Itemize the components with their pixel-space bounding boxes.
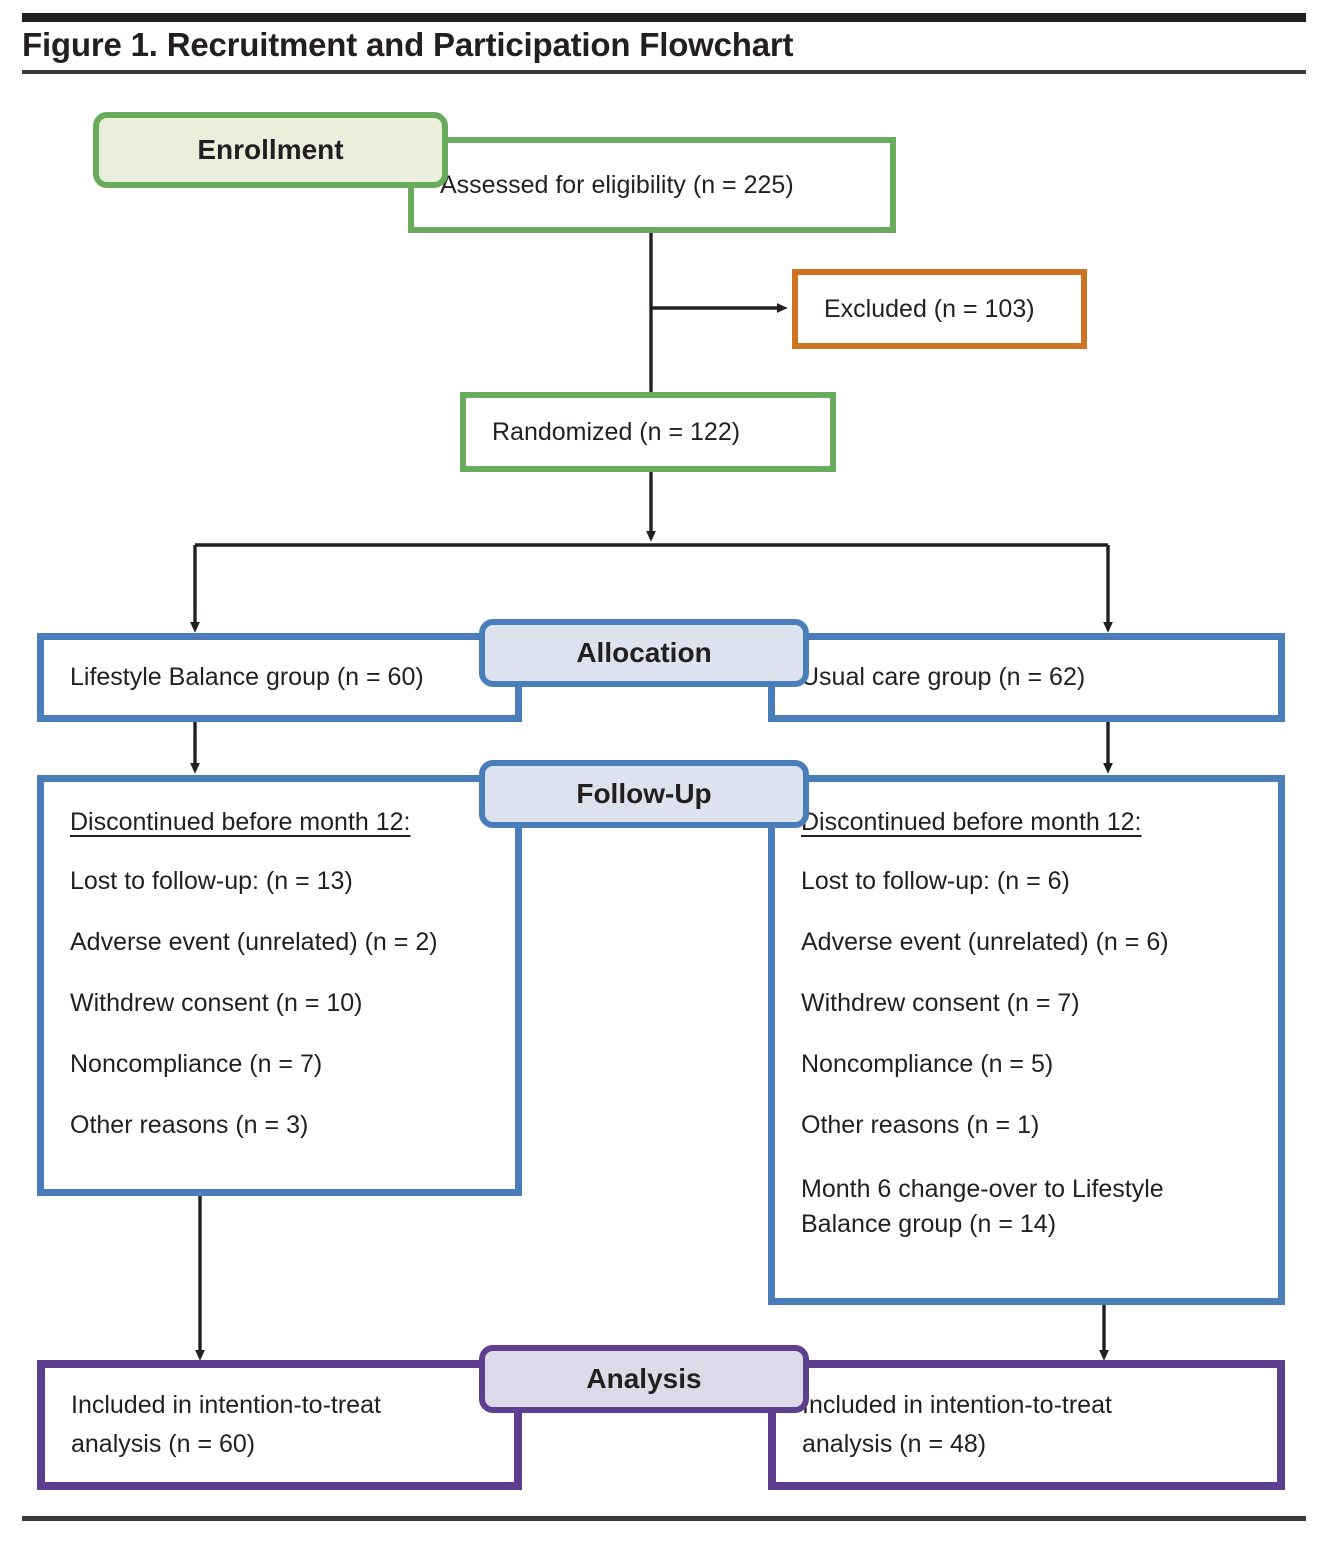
analysis-right-label: Included in intention-to-treat analysis … (802, 1391, 1112, 1458)
box-analysis-right: Included in intention-to-treat analysis … (768, 1360, 1285, 1490)
box-allocation-right: Usual care group (n = 62) (768, 633, 1285, 722)
followup-left-item: Noncompliance (n = 7) (70, 1050, 323, 1078)
figure-title: Figure 1. Recruitment and Participation … (22, 26, 794, 63)
header-rule-bottom (22, 70, 1306, 74)
footer-rule (22, 1516, 1306, 1521)
randomized-label: Randomized (n = 122) (492, 417, 741, 446)
box-followup-left: Discontinued before month 12: Lost to fo… (37, 775, 522, 1196)
followup-right-item: Noncompliance (n = 5) (801, 1050, 1054, 1078)
followup-right-item: Month 6 change-over to Lifestyle Balance… (801, 1175, 1164, 1238)
stage-pill-followup: Follow-Up (479, 760, 809, 828)
stage-label-analysis: Analysis (586, 1363, 702, 1394)
followup-right-item: Adverse event (unrelated) (n = 6) (801, 928, 1169, 956)
followup-right-heading: Discontinued before month 12: (801, 808, 1142, 836)
followup-right-item: Lost to follow-up: (n = 6) (801, 867, 1070, 895)
followup-left-item: Other reasons (n = 3) (70, 1111, 309, 1139)
box-excluded: Excluded (n = 103) (792, 269, 1087, 349)
analysis-left-label: Included in intention-to-treat analysis … (71, 1391, 381, 1458)
box-randomized: Randomized (n = 122) (460, 392, 836, 472)
followup-right-item: Other reasons (n = 1) (801, 1111, 1040, 1139)
box-assessed-for-eligibility: Assessed for eligibility (n = 225) (408, 137, 896, 233)
stage-label-enrollment: Enrollment (197, 134, 344, 165)
box-analysis-left: Included in intention-to-treat analysis … (37, 1360, 522, 1490)
assessed-label: Assessed for eligibility (n = 225) (440, 170, 794, 199)
header-rule-top (22, 13, 1306, 22)
followup-left-item: Adverse event (unrelated) (n = 2) (70, 928, 438, 956)
allocation-right-label: Usual care group (n = 62) (801, 663, 1086, 692)
followup-left-item: Lost to follow-up: (n = 13) (70, 867, 353, 895)
followup-left-heading: Discontinued before month 12: (70, 808, 411, 836)
followup-right-item: Withdrew consent (n = 7) (801, 989, 1080, 1017)
stage-label-allocation: Allocation (576, 637, 712, 668)
followup-left-item: Withdrew consent (n = 10) (70, 989, 363, 1017)
box-followup-right: Discontinued before month 12: Lost to fo… (768, 775, 1285, 1305)
excluded-label: Excluded (n = 103) (824, 294, 1035, 323)
stage-pill-enrollment: Enrollment (93, 112, 448, 188)
stage-pill-allocation: Allocation (479, 619, 809, 687)
allocation-left-label: Lifestyle Balance group (n = 60) (70, 663, 424, 692)
stage-label-followup: Follow-Up (576, 778, 712, 809)
box-allocation-left: Lifestyle Balance group (n = 60) (37, 633, 522, 722)
stage-pill-analysis: Analysis (479, 1345, 809, 1413)
